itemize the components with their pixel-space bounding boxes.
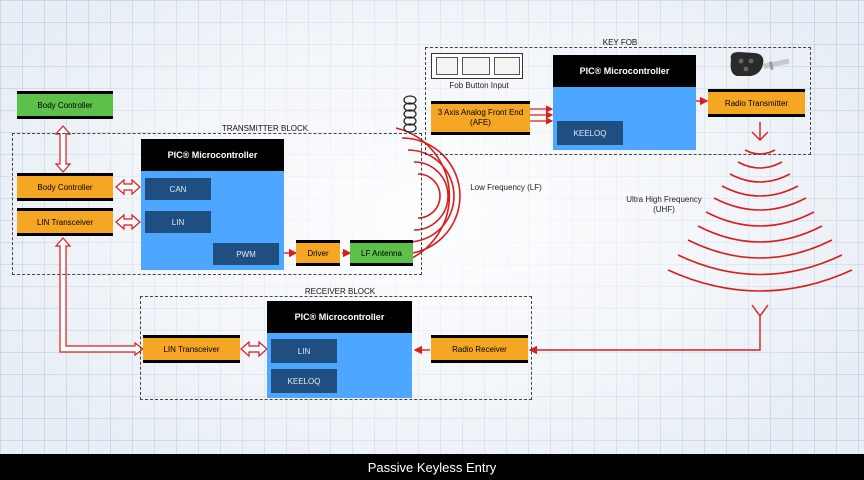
afe-block: 3 Axis Analog Front End (AFE) [431,101,530,135]
lf-antenna-block: LF Antenna [350,240,413,266]
fob-keeloq-block: KEELOQ [557,121,623,145]
coil-icon [403,95,417,133]
lf-waves [395,127,461,265]
key-fob-label: KEY FOB [602,38,638,47]
radio-receiver-block: Radio Receiver [431,335,528,363]
driver-block: Driver [296,240,340,266]
receiver-group [140,296,532,400]
bus-arrows [54,125,268,358]
rx-lin-block: LIN [271,339,337,363]
car-key-icon [730,52,790,76]
lin-transceiver-rx-block: LIN Transceiver [143,335,240,363]
radio-transmitter-block: Radio Transmitter [708,89,805,117]
uhf-waves [667,149,853,292]
tx-can-block: CAN [145,178,211,200]
tx-mcu: PIC® Microcontroller CAN LIN PWM [141,139,284,270]
tx-pwm-block: PWM [213,243,279,265]
fob-button-input-label: Fob Button Input [449,81,509,90]
key-fob-group [425,47,811,155]
rx-antenna [530,304,769,350]
fob-button-3 [494,57,520,75]
transmitter-group [12,133,422,275]
fob-button-graphic [431,53,523,79]
transmitter-label: TRANSMITTER BLOCK [221,124,309,133]
tx-lin-block: LIN [145,211,211,233]
body-controller-top-block: Body Controller [17,91,113,119]
footer-title: Passive Keyless Entry [0,454,864,480]
fob-button-1 [436,57,458,75]
rx-keeloq-block: KEELOQ [271,369,337,393]
rx-mcu-title: PIC® Microcontroller [267,301,412,333]
rx-mcu: PIC® Microcontroller LIN KEELOQ [267,301,412,398]
lin-transceiver-tx-block: LIN Transceiver [17,208,113,236]
fob-antenna [751,122,769,141]
fob-mcu: PIC® Microcontroller KEELOQ [553,55,696,150]
fob-button-2 [462,57,490,75]
lf-label: Low Frequency (LF) [470,183,542,192]
body-controller-block: Body Controller [17,173,113,201]
receiver-label: RECEIVER BLOCK [304,287,376,296]
tx-mcu-title: PIC® Microcontroller [141,139,284,171]
uhf-label: Ultra High Frequency (UHF) [626,195,702,214]
fob-mcu-title: PIC® Microcontroller [553,55,696,87]
